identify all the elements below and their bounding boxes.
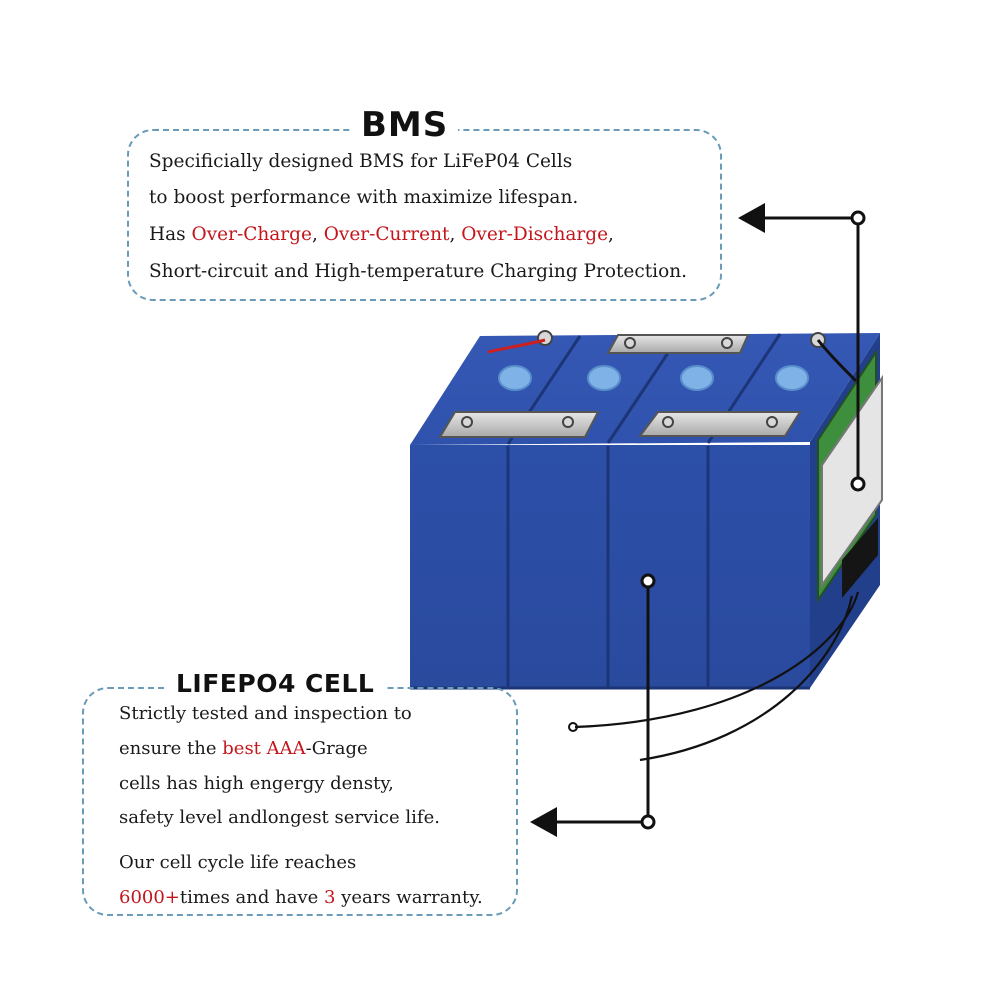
cell-callout: LIFEPO4 CELL Strictly tested and inspect… bbox=[82, 671, 518, 916]
bus-bars bbox=[438, 334, 802, 438]
cell-pointer-dot bbox=[640, 814, 656, 830]
cell-title: LIFEPO4 CELL bbox=[166, 671, 385, 696]
bms-cables bbox=[574, 591, 860, 762]
over-charge-text: Over-Charge bbox=[191, 224, 312, 245]
separator: , bbox=[311, 224, 324, 245]
cell-line-6-suffix: years warranty. bbox=[335, 887, 483, 908]
warranty-years-text: 3 bbox=[324, 887, 336, 908]
cell-anchor-dot bbox=[640, 573, 656, 589]
bms-line-2: to boost performance with maximize lifes… bbox=[149, 187, 579, 208]
front-divisions bbox=[506, 446, 710, 688]
cell-line-1: Strictly tested and inspection to bbox=[119, 703, 412, 724]
bms-line-4: Short-circuit and High-temperature Charg… bbox=[149, 261, 688, 282]
cycle-count-text: 6000+ bbox=[119, 887, 180, 908]
bms-callout: BMS Specificially designed BMS for LiFeP… bbox=[127, 108, 722, 301]
cell-line-5: Our cell cycle life reaches bbox=[119, 852, 357, 873]
cell-line-6: 6000+times and have 3 years warranty. bbox=[119, 889, 483, 907]
bms-line-1: Specificially designed BMS for LiFeP04 C… bbox=[149, 151, 573, 172]
cell-line-2: ensure the best AAA-Grage bbox=[119, 740, 368, 758]
bms-title: BMS bbox=[351, 108, 459, 142]
bms-line-3: Has Over-Charge, Over-Current, Over-Disc… bbox=[149, 224, 614, 245]
bms-anchor-dot bbox=[850, 476, 866, 492]
separator: , bbox=[449, 224, 462, 245]
cell-line-3: cells has high engergy densty, bbox=[119, 773, 394, 794]
cell-line-6-mid: times and have bbox=[179, 887, 324, 908]
bms-line-3-prefix: Has bbox=[149, 224, 192, 245]
bms-arrow-icon bbox=[738, 203, 765, 233]
over-current-text: Over-Current bbox=[323, 224, 450, 245]
bms-pointer-dot bbox=[850, 210, 866, 226]
best-aaa-text: best AAA bbox=[222, 738, 306, 759]
over-discharge-text: Over-Discharge bbox=[461, 224, 609, 245]
cell-arrow-icon bbox=[530, 807, 557, 837]
separator: , bbox=[608, 224, 614, 245]
bms-connector bbox=[842, 518, 878, 598]
cell-vents bbox=[498, 365, 809, 391]
terminal-bolts bbox=[461, 330, 826, 428]
cell-line-2-suffix: -Grage bbox=[305, 738, 368, 759]
cell-line-2-prefix: ensure the bbox=[119, 738, 223, 759]
cell-line-4: safety level andlongest service life. bbox=[119, 807, 440, 828]
cell-front-face bbox=[410, 445, 810, 688]
red-wire bbox=[487, 338, 546, 354]
